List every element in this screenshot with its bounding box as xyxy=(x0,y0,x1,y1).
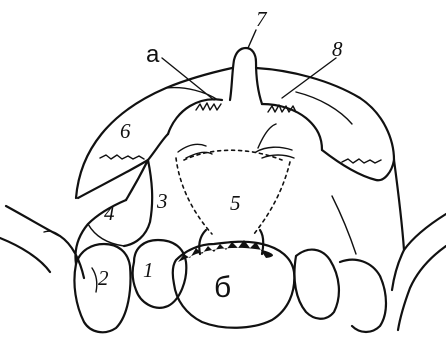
label-8: 8 xyxy=(332,37,343,61)
label-6: 6 xyxy=(120,119,131,143)
label-b: б xyxy=(214,271,231,304)
label-3: 3 xyxy=(156,189,168,213)
label-4: 4 xyxy=(104,201,115,225)
label-7: 7 xyxy=(256,7,268,31)
label-a: а xyxy=(146,41,160,68)
label-2: 2 xyxy=(98,266,109,290)
label-1: 1 xyxy=(143,258,154,282)
label-5: 5 xyxy=(230,191,241,215)
